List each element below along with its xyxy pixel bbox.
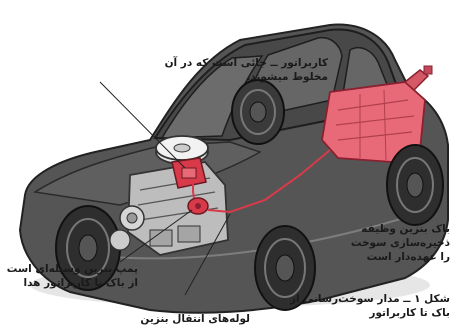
label-fuel-pump: پمپ بنزین وسیله‌ای است از باک تا کاربرات… (4, 262, 138, 290)
label-carburetor: کاربراتور ــ جائی است که در آن مخلوط میش… (128, 56, 328, 84)
label-fuel-lines: لوله‌های انتقال بنزین (140, 312, 250, 326)
fuel-pump (188, 198, 208, 214)
label-fuel-tank-line1: باک بنزین وظیفه (348, 222, 450, 236)
label-fuel-tank: باک بنزین وظیفه ذخیره‌سازی سوخت را عهده‌… (348, 222, 450, 264)
label-fuel-lines-line1: لوله‌های انتقال بنزین (140, 312, 250, 326)
label-fuel-pump-line2: از باک تا کاربراتور هدا (4, 276, 138, 290)
carburetor (172, 158, 206, 188)
figure-caption-line2: باک تا کاربراتور (298, 306, 450, 320)
label-carburetor-line1: کاربراتور ــ جائی است که در آن (128, 56, 328, 70)
figure-caption: شکل ۱ ــ مدار سوخت‌رسانی از باک تا کاربر… (298, 292, 450, 320)
label-fuel-tank-line2: ذخیره‌سازی سوخت (348, 236, 450, 250)
rear-left-wheel (232, 80, 284, 144)
label-fuel-tank-line3: را عهده‌دار است (348, 250, 450, 264)
label-carburetor-line2: مخلوط میشوند. (128, 70, 328, 84)
rear-right-wheel (387, 145, 443, 225)
label-fuel-pump-line1: پمپ بنزین وسیله‌ای است (4, 262, 138, 276)
figure-caption-line1: شکل ۱ ــ مدار سوخت‌رسانی از (298, 292, 450, 306)
